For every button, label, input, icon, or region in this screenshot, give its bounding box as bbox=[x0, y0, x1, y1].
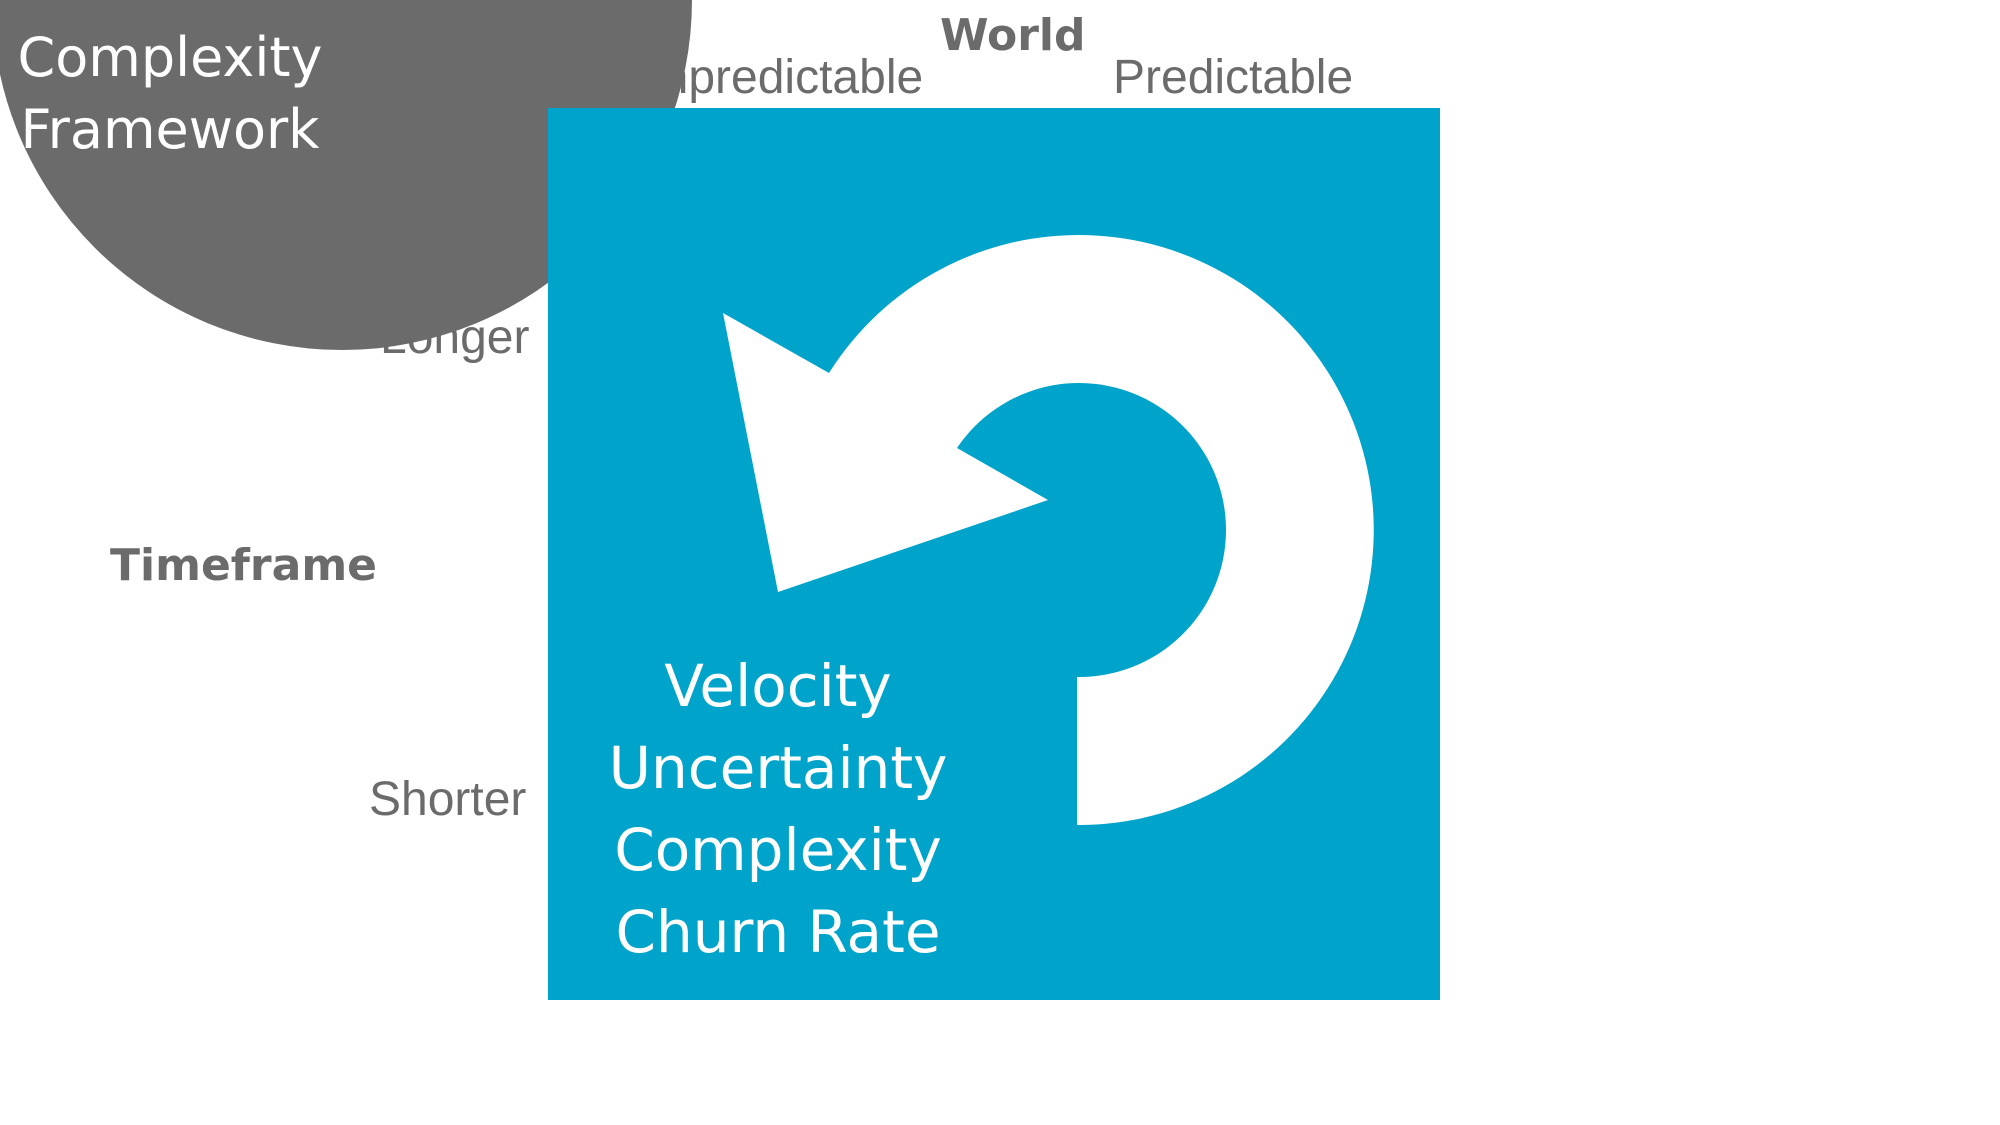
x-axis-title: World bbox=[940, 10, 1086, 61]
metric-item: Velocity bbox=[664, 652, 892, 720]
metric-list: Velocity Uncertainty Complexity Churn Ra… bbox=[548, 645, 1008, 973]
x-axis-label-left: Unpredictable bbox=[627, 51, 924, 104]
x-axis-label-right: Predictable bbox=[1113, 51, 1354, 104]
y-axis-label-bottom: Shorter bbox=[369, 773, 527, 826]
y-axis-label-top: Longer bbox=[380, 311, 530, 364]
metric-item: Churn Rate bbox=[615, 898, 941, 966]
y-axis-title: Timeframe bbox=[110, 540, 378, 591]
slide-title-line-2: Framework bbox=[20, 98, 320, 161]
slide-title: Complexity Framework bbox=[0, 22, 340, 166]
metric-item: Complexity bbox=[614, 816, 942, 884]
metric-item: Uncertainty bbox=[608, 734, 948, 802]
slide-title-line-1: Complexity bbox=[17, 26, 323, 89]
